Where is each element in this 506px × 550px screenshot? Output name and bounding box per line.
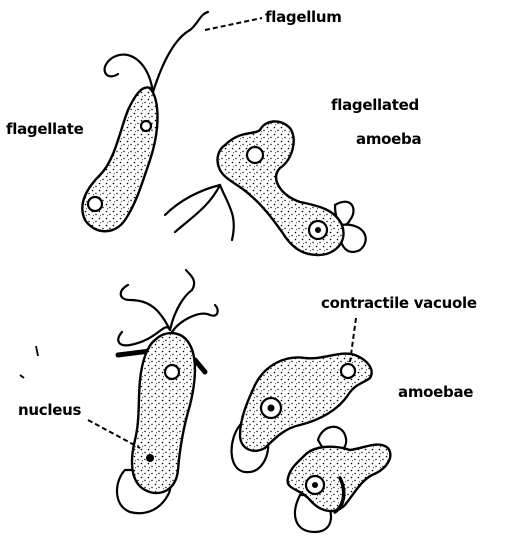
contractile-vacuole: [341, 364, 355, 378]
flagellum-leader: [205, 18, 262, 30]
stray-mark: [36, 346, 38, 356]
amoeba-cell-2: [288, 427, 391, 532]
label-amoebae: amoebae: [398, 384, 473, 401]
amoeba-vacuole: [247, 147, 263, 163]
label-flagellum: flagellum: [265, 9, 342, 26]
label-contractile-vacuole: contractile vacuole: [321, 295, 477, 312]
label-flagellated: flagellated: [331, 97, 419, 114]
cell-nucleus: [146, 454, 154, 462]
stray-mark: [20, 375, 24, 378]
nucleus-leader: [88, 420, 140, 448]
flagellate-cell: [82, 12, 208, 231]
label-flagellate: flagellate: [6, 121, 83, 138]
bottom-left-cell: [117, 270, 218, 513]
flagellate-nucleus: [141, 121, 151, 131]
label-nucleus: nucleus: [18, 402, 81, 419]
label-amoeba: amoeba: [356, 131, 421, 148]
cell-vacuole: [165, 365, 179, 379]
flagellate-vacuole: [88, 197, 102, 211]
flagellated-amoeba-cell: [165, 121, 366, 255]
